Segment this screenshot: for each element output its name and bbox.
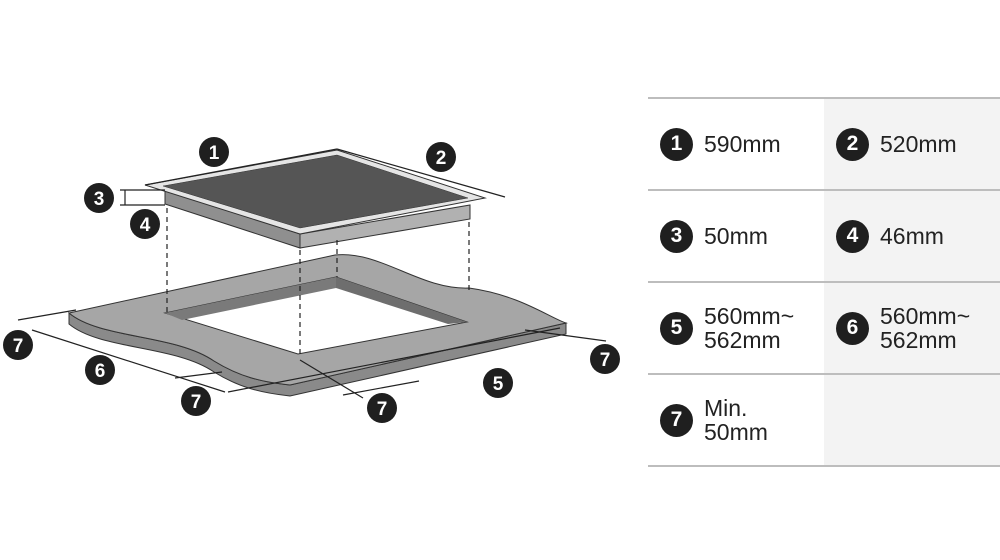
hob-glass-top — [162, 154, 469, 229]
cutout-wall-right — [336, 277, 467, 324]
spec-cell-4: 4 46mm — [824, 191, 1000, 281]
number-badge: 2 — [836, 127, 869, 161]
callout-7-right-label: 7 — [600, 350, 611, 371]
hob-body-right — [299, 204, 471, 249]
installation-diagram: 1 2 3 4 5 6 7 7 7 7 — [3, 137, 620, 423]
spec-cell-1: 1 590mm — [648, 99, 824, 189]
number-badge: 5 — [660, 311, 693, 345]
spec-cell-7: 7 Min. 50mm — [648, 375, 824, 465]
callout-1: 1 — [199, 137, 229, 167]
callout-4-label: 4 — [140, 215, 151, 236]
spec-value: 560mm~ 562mm — [880, 303, 971, 353]
callout-5-label: 5 — [493, 374, 504, 395]
cutout-wall-back — [165, 277, 336, 320]
spec-value: 560mm~ 562mm — [704, 303, 795, 353]
spec-value: 46mm — [880, 223, 944, 249]
callout-7-front-left-label: 7 — [191, 392, 202, 413]
callout-2: 2 — [426, 142, 456, 172]
spec-cell-empty — [824, 375, 1000, 465]
number-badge: 7 — [660, 403, 693, 437]
spec-value: 50mm — [704, 223, 768, 249]
callout-7-front-right-label: 7 — [377, 399, 388, 420]
table-row: 7 Min. 50mm — [648, 373, 1000, 467]
number-badge: 6 — [836, 311, 869, 345]
dimension-lines — [17, 148, 607, 399]
callout-7-front-left: 7 — [181, 386, 211, 416]
spec-cell-3: 3 50mm — [648, 191, 824, 281]
callout-6-label: 6 — [95, 361, 106, 382]
callout-3: 3 — [84, 183, 114, 213]
number-badge: 1 — [660, 127, 693, 161]
callout-7-right: 7 — [590, 344, 620, 374]
callout-7-left: 7 — [3, 330, 33, 360]
table-row: 1 590mm 2 520mm — [648, 97, 1000, 189]
spec-cell-5: 5 560mm~ 562mm — [648, 283, 824, 373]
table-row: 3 50mm 4 46mm — [648, 189, 1000, 281]
dimension-table: 1 590mm 2 520mm 3 50mm 4 46mm 5 560mm~ 5… — [648, 97, 1000, 467]
callout-5: 5 — [483, 368, 513, 398]
spec-value: Min. 50mm — [704, 395, 768, 445]
spec-value: 590mm — [704, 131, 781, 157]
number-badge: 4 — [836, 219, 869, 253]
callout-3-label: 3 — [94, 189, 105, 210]
spec-cell-2: 2 520mm — [824, 99, 1000, 189]
callout-1-label: 1 — [209, 143, 220, 164]
callout-2-label: 2 — [436, 148, 447, 169]
callout-7-front-right: 7 — [367, 393, 397, 423]
callout-4: 4 — [130, 209, 160, 239]
number-badge: 3 — [660, 219, 693, 253]
spec-cell-6: 6 560mm~ 562mm — [824, 283, 1000, 373]
callout-7-left-label: 7 — [13, 336, 24, 357]
spec-value: 520mm — [880, 131, 957, 157]
callout-6: 6 — [85, 355, 115, 385]
table-row: 5 560mm~ 562mm 6 560mm~ 562mm — [648, 281, 1000, 373]
projection-lines — [166, 208, 470, 356]
